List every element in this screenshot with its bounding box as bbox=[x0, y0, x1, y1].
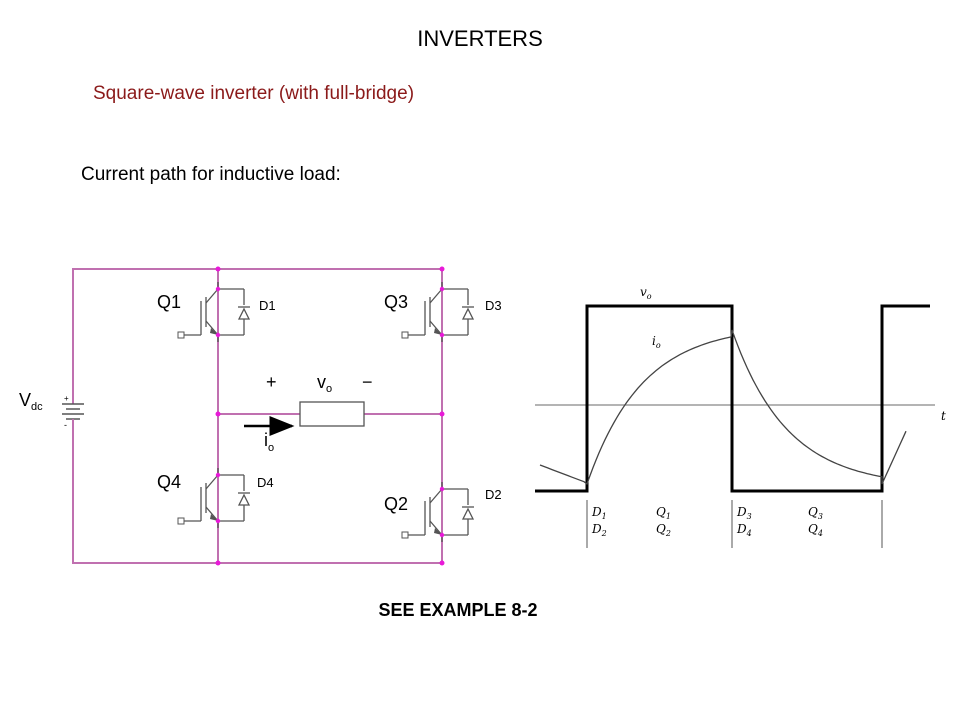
waveform-t-label: t bbox=[941, 409, 946, 423]
interval-4-a-label: Q3 bbox=[808, 505, 823, 521]
vo-label: vo bbox=[317, 372, 332, 395]
q1-label: Q1 bbox=[157, 292, 181, 312]
interval-4-b-label: Q4 bbox=[808, 522, 823, 538]
d3-label: D3 bbox=[485, 298, 502, 313]
full-bridge-circuit: + - Vdc Q1 Q3 Q4 Q2 D1 D3 D4 D2 + − vo bbox=[19, 266, 502, 566]
switch-q3-symbol bbox=[401, 282, 475, 342]
io-current-curve bbox=[539, 329, 907, 486]
interval-3-a-label: D3 bbox=[736, 505, 752, 521]
interval-dividers bbox=[586, 500, 883, 548]
load-resistor bbox=[299, 401, 365, 427]
source-plus-sign: + bbox=[64, 394, 69, 403]
junction-dots bbox=[215, 266, 445, 566]
interval-2-b-label: Q2 bbox=[656, 522, 671, 538]
output-plus-sign: + bbox=[266, 372, 277, 392]
dc-source-symbol bbox=[62, 400, 84, 430]
interval-2-a-label: Q1 bbox=[656, 505, 671, 521]
slide-subtitle: Square-wave inverter (with full-bridge) bbox=[93, 83, 415, 104]
d4-label: D4 bbox=[257, 475, 274, 490]
section-label: Current path for inductive load: bbox=[81, 164, 341, 185]
source-minus-sign: - bbox=[64, 420, 67, 430]
d2-label: D2 bbox=[485, 487, 502, 502]
switch-q2-symbol bbox=[401, 482, 475, 542]
io-label: io bbox=[264, 430, 274, 454]
slide-title: INVERTERS bbox=[417, 26, 543, 51]
switch-q1-symbol bbox=[177, 282, 251, 342]
q4-label: Q4 bbox=[157, 472, 181, 492]
see-example-note: SEE EXAMPLE 8-2 bbox=[378, 600, 538, 620]
wire-top bbox=[72, 268, 443, 564]
vdc-label: Vdc bbox=[19, 390, 43, 413]
switch-q4-symbol bbox=[177, 468, 251, 528]
interval-1-a-label: D1 bbox=[591, 505, 607, 521]
interval-3-b-label: D4 bbox=[736, 522, 752, 538]
d1-label: D1 bbox=[259, 298, 276, 313]
vo-square-wave bbox=[535, 304, 930, 493]
q3-label: Q3 bbox=[384, 292, 408, 312]
waveform-io-label: io bbox=[652, 334, 661, 350]
interval-1-b-label: D2 bbox=[591, 522, 607, 538]
q2-label: Q2 bbox=[384, 494, 408, 514]
waveform-vo-label: vo bbox=[640, 285, 652, 301]
output-minus-sign: − bbox=[362, 372, 373, 392]
